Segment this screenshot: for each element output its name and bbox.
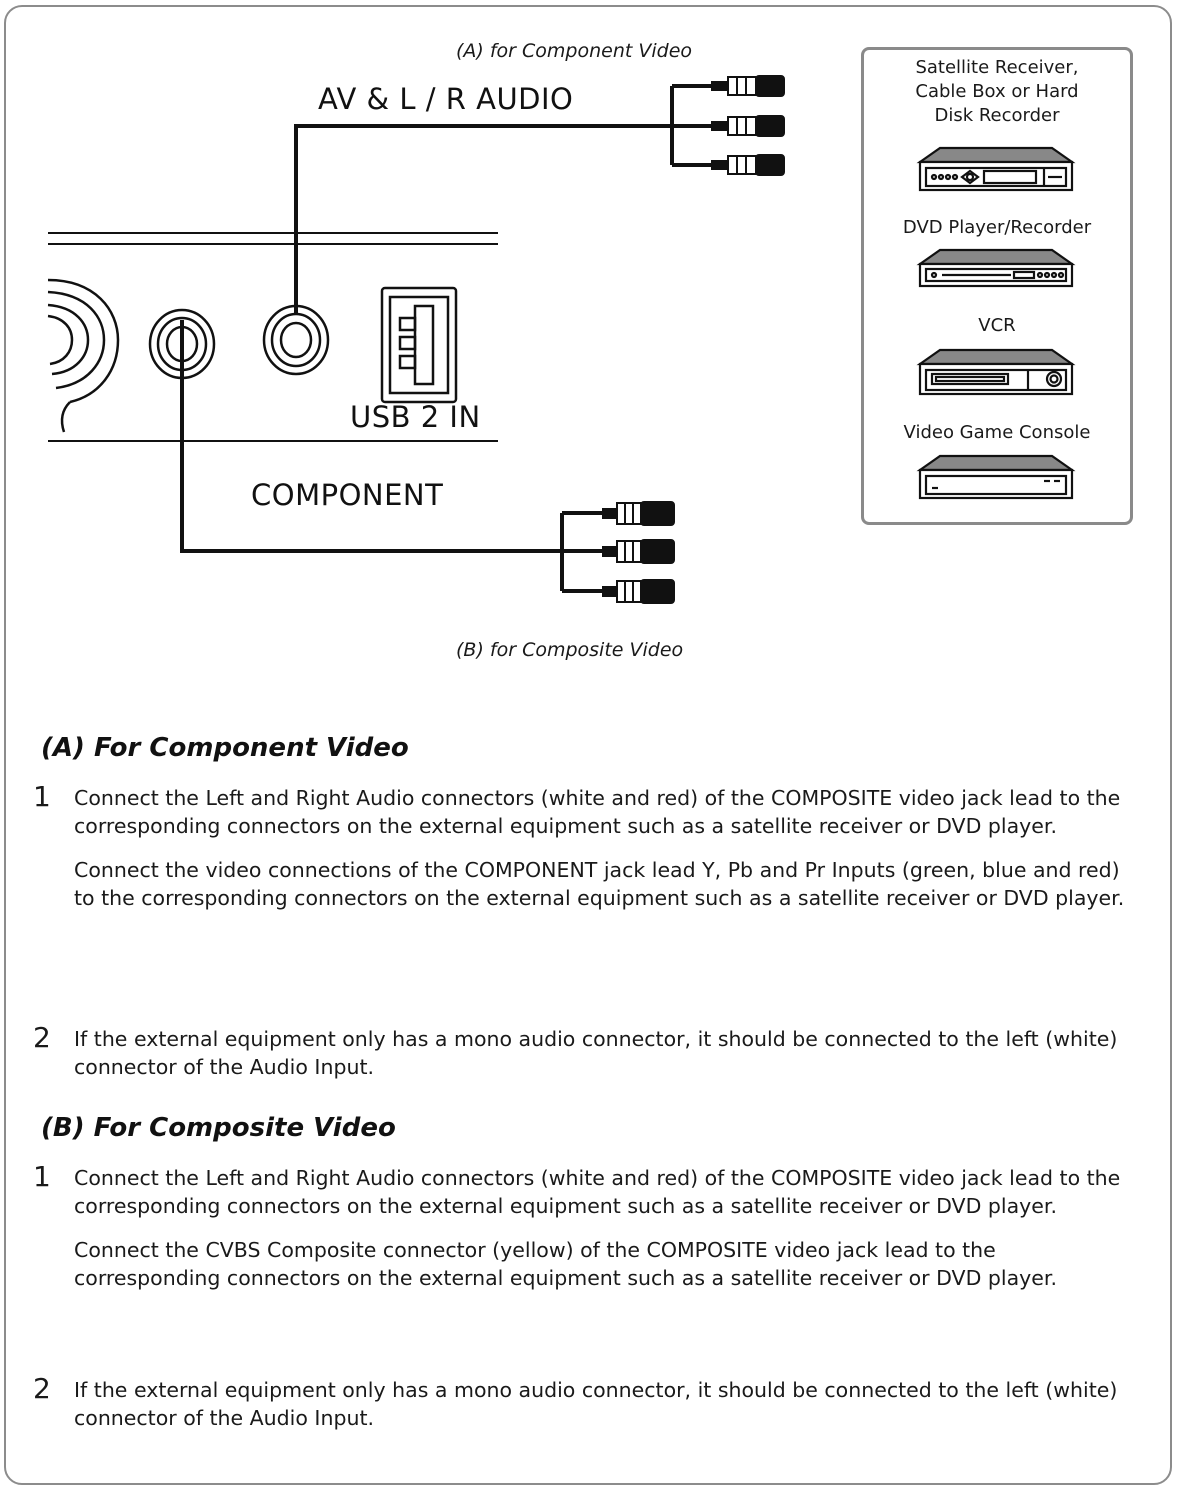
caption-composite-video: (B) for Composite Video [456, 639, 684, 661]
label-av-audio: AV & L / R AUDIO [318, 82, 574, 116]
component-plug [602, 501, 675, 526]
caption-component-video: (A) for Component Video [456, 40, 693, 62]
component-plugs [602, 501, 675, 604]
label-component: COMPONENT [251, 478, 444, 512]
tv-panel [48, 232, 498, 442]
av-plug [711, 115, 785, 137]
step-number: 2 [33, 1021, 51, 1054]
section-a-heading: (A) For Component Video [41, 733, 409, 763]
component-plug [602, 579, 675, 604]
video-game-console-icon [916, 454, 1076, 500]
av-cable [294, 84, 712, 314]
step-number: 1 [33, 1160, 51, 1193]
step-text-continued: Connect the CVBS Composite connector (ye… [74, 1238, 1057, 1290]
device-label-satellite: Satellite Receiver, Cable Box or Hard Di… [915, 57, 1079, 126]
section-a-step-1: 1 Connect the Left and Right Audio conne… [33, 780, 1133, 912]
external-devices-box: Satellite Receiver, Cable Box or Hard Di… [861, 47, 1133, 525]
section-a-step-2: 2 If the external equipment only has a m… [33, 1021, 1133, 1081]
step-number: 1 [33, 780, 51, 813]
av-audio-jack [262, 304, 330, 376]
satellite-receiver-icon [916, 146, 1076, 192]
av-plug [711, 75, 785, 97]
av-plugs [711, 75, 785, 176]
step-number: 2 [33, 1372, 51, 1405]
device-label-dvd: DVD Player/Recorder [902, 217, 1092, 238]
component-plug [602, 539, 675, 564]
dvd-player-icon [916, 248, 1076, 288]
component-cable [180, 320, 605, 593]
step-text: Connect the Left and Right Audio connect… [74, 1166, 1121, 1218]
scart-jack-partial [47, 278, 120, 433]
step-text: Connect the Left and Right Audio connect… [74, 786, 1121, 838]
section-b-heading: (B) For Composite Video [41, 1113, 396, 1143]
label-usb-2-in: USB 2 IN [350, 400, 481, 434]
section-b-step-1: 1 Connect the Left and Right Audio conne… [33, 1160, 1133, 1292]
device-label-vcr: VCR [978, 315, 1016, 336]
step-text: If the external equipment only has a mon… [74, 1378, 1118, 1430]
step-text-continued: Connect the video connections of the COM… [74, 858, 1125, 910]
device-label-console: Video Game Console [903, 422, 1091, 443]
step-text: If the external equipment only has a mon… [74, 1027, 1118, 1079]
section-b-step-2: 2 If the external equipment only has a m… [33, 1372, 1133, 1432]
connection-diagram [47, 75, 785, 604]
vcr-icon [916, 348, 1076, 396]
av-plug [711, 154, 785, 176]
usb-port [380, 286, 458, 404]
